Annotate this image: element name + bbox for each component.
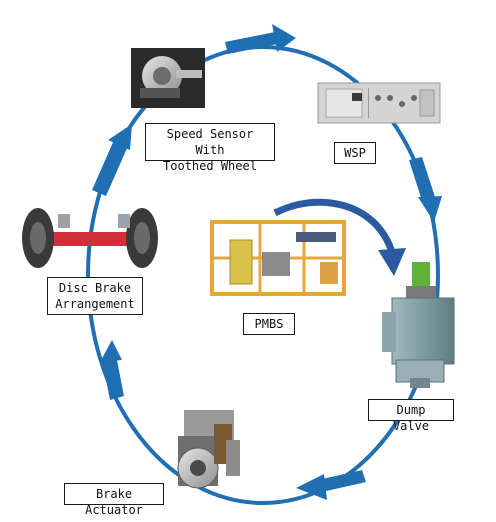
dump-valve-image [382,262,455,388]
arrow-right-upper [409,157,442,222]
label-disc-brake: Disc Brake Arrangement [47,277,143,315]
cycle-loop [86,45,440,505]
flow-arrows [92,24,442,500]
arrow-bottom [296,470,366,500]
disc-brake-image [22,208,158,268]
speed-sensor-image [131,48,205,108]
label-speed-sensor: Speed Sensor With Toothed Wheel [145,123,275,173]
wsp-image [317,82,441,124]
arrow-left-lower [100,340,124,400]
arrow-top [225,24,296,54]
label-wsp: WSP [334,142,376,164]
label-brake-actuator: Brake Actuator [64,483,164,517]
label-dump-valve: Dump Valve [368,399,454,433]
arrow-left-upper [92,124,132,196]
brake-actuator-image [177,410,240,489]
pmbs-image [210,220,346,296]
label-pmbs: PMBS [243,313,295,335]
center-arrow [273,198,406,276]
